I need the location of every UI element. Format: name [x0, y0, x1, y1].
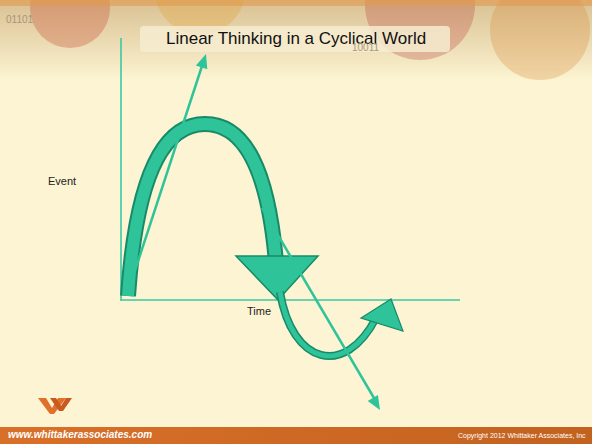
banner-swirl — [490, 0, 590, 80]
event-axis — [120, 38, 122, 301]
watermark: 01101 — [6, 14, 33, 26]
footer-url: www.whittakerassociates.com — [8, 429, 152, 441]
cycle-tail-arrowhead — [361, 299, 403, 331]
linear-arrowhead — [368, 395, 380, 410]
time-axis — [121, 299, 460, 301]
footer-bar — [0, 427, 592, 444]
axis-label: Time — [247, 305, 271, 318]
linear-arrow-up — [128, 66, 202, 292]
banner-strip — [0, 0, 592, 6]
banner-swirl — [30, 0, 110, 48]
company-logo — [50, 398, 72, 411]
watermark: 10011 — [352, 42, 379, 54]
copyright-note: Copyright 2012 Whittaker Associates, Inc — [458, 432, 586, 440]
cycle-tail-edge — [280, 292, 376, 356]
cycle-tail — [280, 292, 376, 356]
linear-arrowhead — [196, 54, 207, 69]
linear-arrow-down — [262, 208, 374, 398]
slide-title: Linear Thinking in a Cyclical World — [166, 29, 426, 49]
axis-label: Event — [48, 175, 76, 188]
title-patch — [140, 26, 450, 52]
